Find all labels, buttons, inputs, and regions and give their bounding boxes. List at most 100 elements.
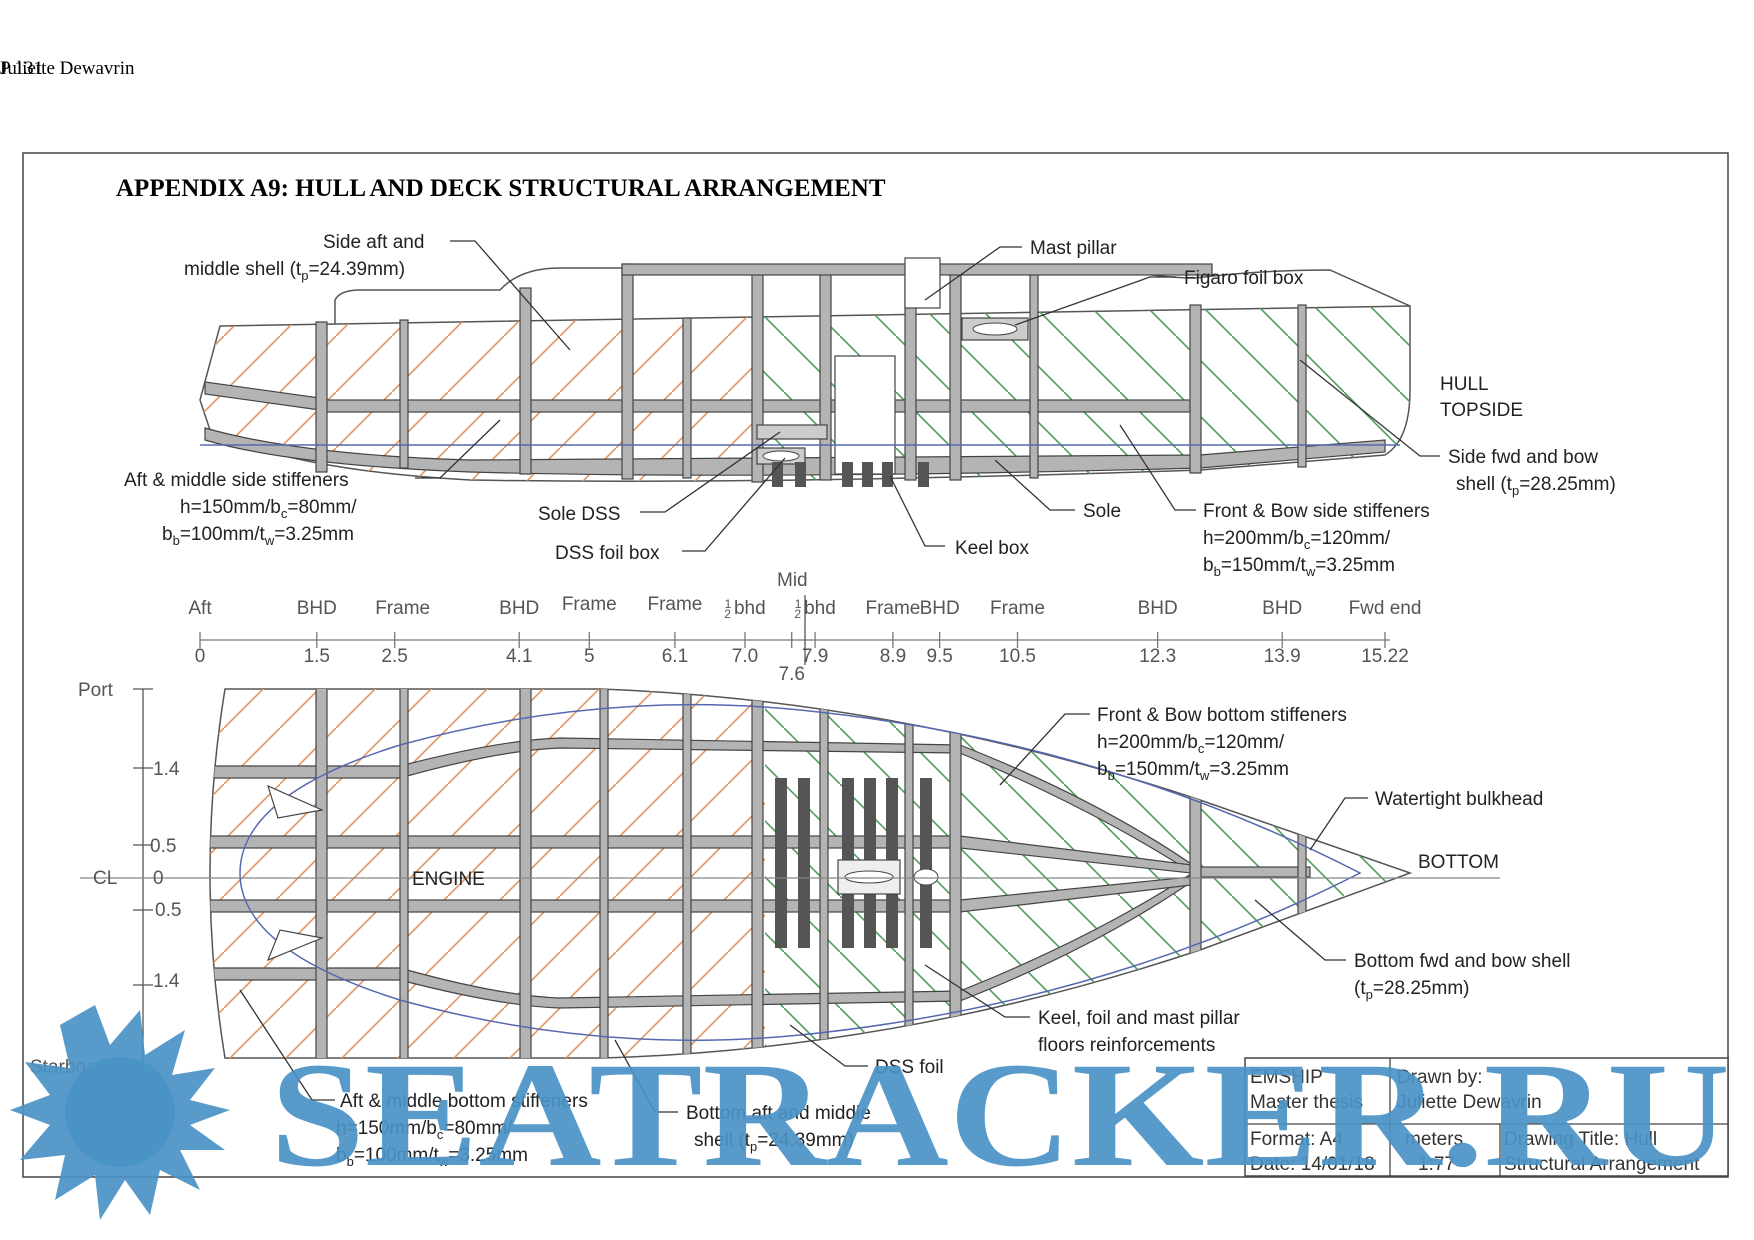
keel-box-floor bbox=[795, 462, 806, 487]
leader-sole-dss bbox=[640, 431, 781, 513]
callout-aft-bottom-stiff-2: h=150mm/bc=80mm/ bbox=[336, 1118, 513, 1142]
callout-aft-bottom-stiff: Aft & middle bottom stiffeners bbox=[340, 1091, 588, 1112]
scale-value: 5 bbox=[584, 646, 595, 667]
callout-aft-stiff-2: h=150mm/bc=80mm/ bbox=[180, 497, 357, 521]
scale-value: 2.5 bbox=[381, 646, 407, 667]
scale-label: BHD bbox=[920, 598, 960, 619]
y-tick-label: 1.4 bbox=[153, 759, 180, 780]
leader-bottom-aft bbox=[614, 1039, 678, 1113]
callout-aft-bottom-stiff-3: bb=100mm/tw=3.25mm bbox=[336, 1145, 528, 1169]
rudder-port bbox=[267, 784, 325, 819]
callout-mast-pillar: Mast pillar bbox=[1030, 238, 1117, 259]
scale-label: Aft bbox=[188, 598, 212, 619]
tb-scale: 1:77 bbox=[1418, 1154, 1455, 1175]
y-axis-cl: CL bbox=[93, 868, 117, 889]
bottom-frame bbox=[751, 689, 764, 1058]
sole-dss bbox=[756, 424, 828, 440]
leader-watertight bbox=[1309, 797, 1368, 851]
callout-bottom-fwd: Bottom fwd and bow shell bbox=[1354, 951, 1571, 972]
tb-units: meters bbox=[1405, 1129, 1463, 1150]
frame-6.1 bbox=[682, 317, 692, 479]
scale-value: 7.9 bbox=[802, 646, 828, 667]
frame-4.1 bbox=[519, 287, 532, 475]
scale-label: Fwd end bbox=[1349, 598, 1422, 619]
keel-box-floor bbox=[882, 462, 893, 487]
callout-aft-stiff-3: bb=100mm/tw=3.25mm bbox=[162, 524, 354, 548]
view-label-topside: TOPSIDE bbox=[1440, 400, 1523, 421]
scale-label: Frame bbox=[865, 598, 920, 619]
scale-value: 7.6 bbox=[779, 664, 805, 685]
figaro-foil bbox=[972, 322, 1018, 336]
callout-bottom-fwd-2: (tp=28.25mm) bbox=[1354, 978, 1469, 1002]
bottom-frame bbox=[949, 689, 962, 1058]
bottom-frame bbox=[1297, 689, 1307, 1058]
frame-5 bbox=[621, 263, 634, 480]
callout-sole-dss: Sole DSS bbox=[538, 504, 620, 525]
leader-aft-bottom-stiff bbox=[239, 989, 335, 1101]
leader-keel-box bbox=[889, 475, 945, 547]
scale-value: 9.5 bbox=[926, 646, 952, 667]
bottom-frame bbox=[1189, 689, 1202, 1058]
callout-keel-floors: Keel, foil and mast pillar bbox=[1038, 1008, 1240, 1029]
scale-label: BHD bbox=[1262, 598, 1302, 619]
bottom-frame bbox=[682, 689, 692, 1058]
keel-box-floor bbox=[862, 462, 873, 487]
view-label-hull: HULL bbox=[1440, 374, 1489, 395]
dss-foil bbox=[762, 450, 800, 462]
callout-side-fwd: Side fwd and bow bbox=[1448, 447, 1598, 468]
dss-foil-bottom bbox=[844, 870, 894, 884]
scale-label: Frame bbox=[375, 598, 430, 619]
leader-dss-foil bbox=[789, 1024, 868, 1067]
scale-value: 15.22 bbox=[1361, 646, 1409, 667]
callout-side-aft-2: middle shell (tp=24.39mm) bbox=[184, 259, 405, 283]
view-label-bottom: BOTTOM bbox=[1418, 852, 1499, 873]
tb-date: Date: 14/01/18 bbox=[1250, 1154, 1375, 1175]
tb-drawing-title: Drawing Title: Hull bbox=[1504, 1129, 1657, 1150]
y-tick-label: 1.4 bbox=[153, 971, 180, 992]
frame-7.9 bbox=[819, 267, 832, 481]
keel-box-floor bbox=[772, 462, 783, 487]
leader-sole bbox=[994, 459, 1075, 511]
leader-front-bottom-stiff bbox=[999, 713, 1090, 786]
leader-mast-pillar bbox=[924, 246, 1022, 301]
keel-foil-bottom bbox=[913, 868, 939, 886]
floor-reinforcement bbox=[920, 778, 932, 948]
leader-dss-foil-box bbox=[682, 457, 786, 552]
frame-9.5 bbox=[949, 267, 962, 481]
leader-side-aft bbox=[450, 240, 571, 351]
tb-emship: EMSHIP bbox=[1250, 1067, 1323, 1088]
scale-value: 0 bbox=[195, 646, 206, 667]
bottom-frame bbox=[315, 689, 328, 1058]
callout-figaro-foil-box: Figaro foil box bbox=[1184, 268, 1304, 289]
hull-topside-view: Side aft and middle shell (tp=24.39mm) M… bbox=[124, 232, 1616, 579]
bottom-frame bbox=[904, 689, 914, 1058]
callout-side-fwd-2: shell (tp=28.25mm) bbox=[1456, 474, 1616, 498]
mast-pillar bbox=[904, 257, 941, 309]
tb-format: Format: A4 bbox=[1250, 1129, 1343, 1150]
scale-value: 13.9 bbox=[1264, 646, 1301, 667]
scale-value: 10.5 bbox=[999, 646, 1036, 667]
callout-front-stiff-2: h=200mm/bc=120mm/ bbox=[1203, 528, 1391, 552]
sole-strip bbox=[204, 427, 1386, 476]
hull-bottom-view: Port Starboard CL 1.4 0.5 0 0.5 1.4 ENGI… bbox=[30, 680, 1571, 1169]
callout-bottom-aft: Bottom aft and middle bbox=[686, 1103, 871, 1124]
bottom-frame bbox=[519, 689, 532, 1058]
leader-keel-floors bbox=[924, 964, 1030, 1018]
scale-label: Frame bbox=[990, 598, 1045, 619]
callout-front-stiff-3: bb=150mm/tw=3.25mm bbox=[1203, 555, 1395, 579]
callout-keel-floors-2: floors reinforcements bbox=[1038, 1035, 1215, 1056]
keel-box-floor bbox=[918, 462, 929, 487]
keel-box-floor bbox=[842, 462, 853, 487]
scale-value: 4.1 bbox=[506, 646, 532, 667]
leader-figaro bbox=[1014, 276, 1176, 326]
bottom-frame bbox=[399, 689, 409, 1058]
callout-dss-foil: DSS foil bbox=[875, 1057, 944, 1078]
scale-value: 8.9 bbox=[880, 646, 906, 667]
tb-master-thesis: Master thesis bbox=[1250, 1092, 1363, 1113]
callout-front-bottom-stiff-2: h=200mm/bc=120mm/ bbox=[1097, 732, 1285, 756]
callout-front-bottom-stiff: Front & Bow bottom stiffeners bbox=[1097, 705, 1347, 726]
leader-bottom-fwd bbox=[1254, 899, 1346, 961]
page-author: Juliette Dewavrin bbox=[0, 58, 135, 79]
